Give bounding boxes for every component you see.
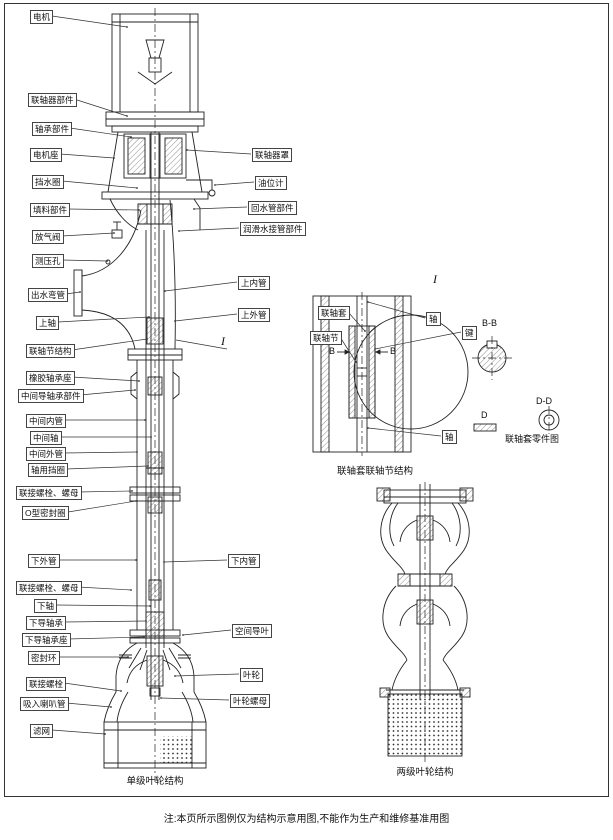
part-label-lower-inner-pipe: 下内管 (228, 554, 260, 568)
coupling-detail-drawing (312, 292, 560, 456)
part-label-motor-stand: 电机座 (30, 148, 62, 162)
section-mark-bb: B-B (482, 318, 498, 328)
part-label-mid-inner-pipe: 中间内管 (26, 414, 67, 428)
lower-guide-bearing (145, 611, 165, 639)
coupling-flanges (105, 111, 205, 133)
part-label-impeller-nut: 叶轮螺母 (230, 694, 271, 708)
part-label-coupling-parts: 联轴器部件 (28, 93, 77, 107)
part-label-suction-bell: 吸入喇叭管 (20, 697, 69, 711)
part-label-strainer: 滤网 (30, 724, 54, 738)
part-label-impeller: 叶轮 (240, 668, 264, 682)
coupling-detail-caption: 联轴套联轴节结构 (336, 466, 413, 477)
part-label-pressure-tap: 测压孔 (32, 254, 64, 268)
main-figure-caption: 单级叶轮结构 (126, 776, 184, 787)
motor-stand (101, 131, 209, 200)
part-label-bearing-parts: 轴承部件 (32, 122, 73, 136)
seal-ring (119, 654, 191, 659)
pump-bowl (115, 642, 195, 692)
detail-label-key: 键 (462, 326, 477, 340)
sheet-note: 注:本页所示图例仅为结构示意用图,不能作为生产和维修基准用图 (163, 814, 450, 825)
part-label-bolts-nuts-lower: 联接螺栓、螺母 (16, 581, 82, 595)
part-label-mid-outer-pipe: 中间外管 (26, 447, 67, 461)
section-mark-b-right: B (390, 346, 397, 356)
part-label-bolts-nuts-upper: 联接螺栓、螺母 (16, 486, 82, 500)
part-label-mid-bearing-parts: 中间导轴承部件 (18, 389, 84, 403)
pump-assembly (73, 8, 216, 782)
section-mark-i-main: I (221, 334, 225, 348)
part-label-lube-water-pipe: 润滑水接管部件 (240, 222, 306, 236)
detail-label-sleeve: 联轴套 (318, 306, 350, 320)
part-label-mid-shaft: 中间轴 (30, 431, 62, 445)
section-bb-view (472, 336, 512, 380)
part-label-lower-outer-pipe: 下外管 (28, 554, 60, 568)
intermediate-bearing (130, 371, 180, 400)
shaft-retaining-ring (146, 451, 164, 475)
part-label-lower-bearing: 下导轴承 (26, 616, 67, 630)
detail-label-shaft-bottom: 轴 (442, 430, 457, 444)
upper-flange-joint (127, 348, 183, 361)
part-label-air-valve: 放气阀 (32, 230, 64, 244)
detail-label-shaft-top: 轴 (426, 312, 441, 326)
oil-gauge (186, 179, 216, 197)
motor (111, 13, 199, 113)
part-label-upper-outer-pipe: 上外管 (238, 308, 270, 322)
leader-lines (51, 15, 462, 735)
part-label-motor: 电机 (30, 10, 54, 24)
detail-label-joint: 联轴节 (310, 331, 342, 345)
impeller-detail-drawing (376, 482, 474, 762)
section-mark-i-detail: I (433, 272, 437, 286)
part-label-discharge-elbow: 出水弯管 (28, 288, 69, 302)
impeller-nut (149, 687, 161, 697)
part-label-coupling-joint: 联轴节结构 (26, 344, 75, 358)
part-label-lower-shaft: 下轴 (34, 599, 58, 613)
part-label-coupling-guard: 联轴器罩 (252, 148, 293, 162)
section-mark-b-left: B (329, 346, 336, 356)
impeller-detail-caption: 两级叶轮结构 (396, 767, 454, 778)
part-label-retaining-ring: 轴用挡圈 (28, 463, 69, 477)
discharge-elbow (73, 198, 176, 350)
detail-circle (353, 314, 469, 430)
part-label-packing-parts: 填料部件 (30, 203, 71, 217)
part-label-rubber-bearing: 橡胶轴承座 (26, 371, 75, 385)
section-mark-d: D (481, 410, 488, 420)
packing-box (137, 203, 173, 225)
part-label-lower-bearing-seat: 下导轴承座 (22, 633, 71, 647)
coupling-guard (123, 133, 187, 179)
part-label-seal-ring: 密封环 (28, 651, 60, 665)
lower-shaft-coupling (148, 579, 162, 601)
part-label-upper-shaft: 上轴 (36, 316, 60, 330)
part-label-slinger-ring: 挡水圈 (32, 175, 64, 189)
strainer (103, 721, 207, 769)
pressure-tap (105, 259, 111, 265)
part-label-o-ring: O型密封圈 (22, 506, 69, 520)
sleeve-part-caption: 联轴套零件图 (505, 434, 560, 444)
part-label-return-pipe: 回水管部件 (248, 201, 297, 215)
part-label-oil-gauge: 油位计 (255, 176, 287, 190)
shaft-coupling-joint (146, 317, 164, 345)
section-mark-dd: D-D (536, 396, 552, 406)
part-label-connect-bolts: 联接螺栓 (26, 677, 67, 691)
mid-flange-joint (129, 486, 181, 514)
section-dd-view (473, 406, 560, 434)
part-label-guide-vane: 空间导叶 (232, 624, 273, 638)
part-label-upper-inner-pipe: 上内管 (238, 276, 270, 290)
sheet-frame (4, 3, 609, 797)
return-pipe (193, 198, 201, 230)
impeller (126, 655, 184, 697)
air-valve (111, 221, 123, 239)
